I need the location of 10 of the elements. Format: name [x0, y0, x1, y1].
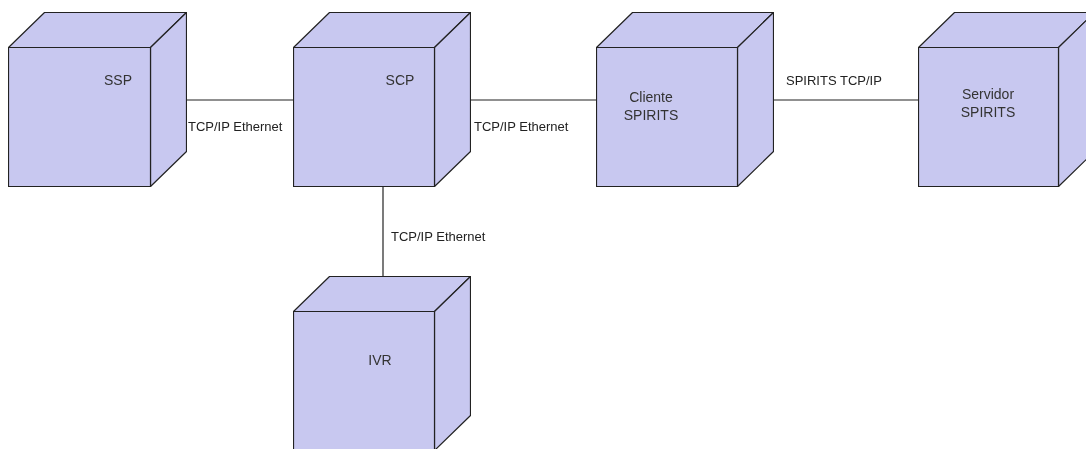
node-label: SCP: [384, 71, 416, 89]
node-label: Cliente SPIRITS: [622, 88, 680, 124]
connector-line: [382, 185, 384, 277]
edge-label: SPIRITS TCP/IP: [786, 73, 882, 88]
edge-label: TCP/IP Ethernet: [391, 229, 486, 244]
edge-label: TCP/IP Ethernet: [188, 119, 283, 134]
node-label: IVR: [367, 351, 393, 369]
node-label: Servidor SPIRITS: [959, 85, 1017, 121]
edge-label: TCP/IP Ethernet: [474, 119, 569, 134]
node-label: SSP: [103, 71, 133, 89]
